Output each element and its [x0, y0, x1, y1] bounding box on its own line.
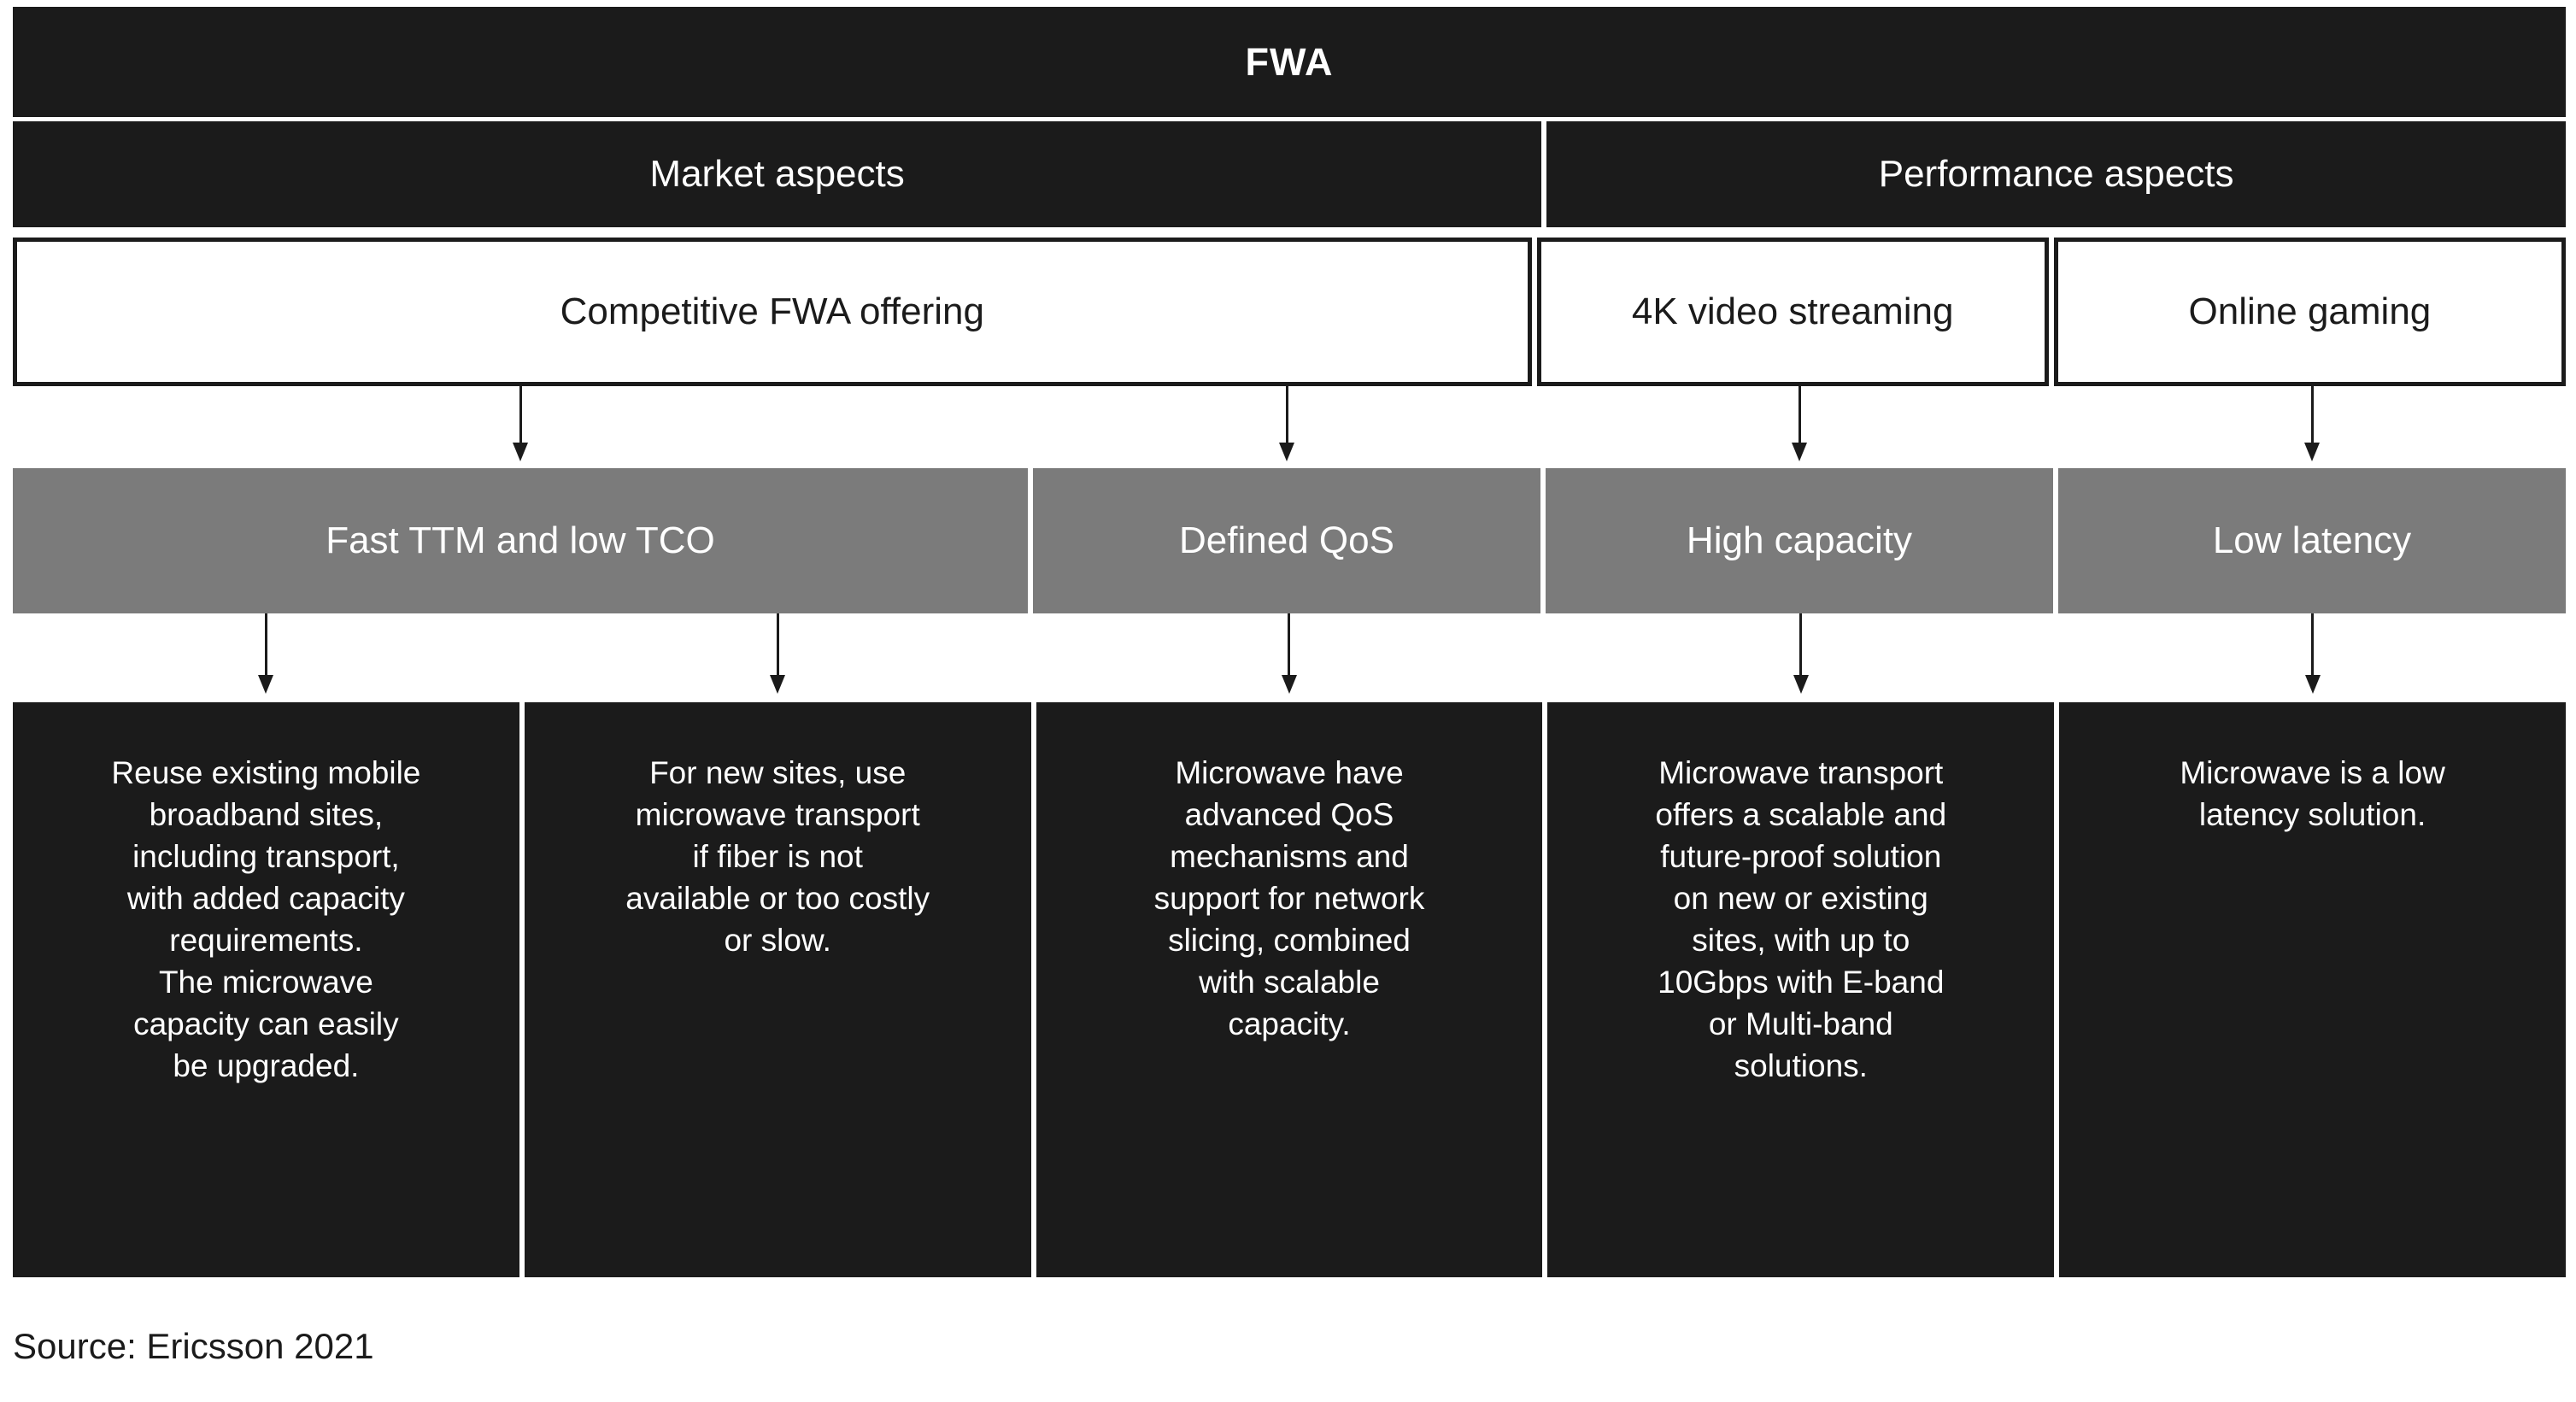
arrow-head	[513, 443, 528, 461]
solution-box-qos-mechanisms: Microwave have advanced QoS mechanisms a…	[1036, 702, 1543, 1277]
arrow-cell	[1036, 613, 1543, 702]
arrow-head	[1279, 443, 1294, 461]
down-arrow-icon	[2304, 386, 2320, 461]
arrow-stem	[776, 613, 779, 675]
aspect-header-row: Market aspects Performance aspects	[13, 121, 2566, 227]
arrow-head	[2304, 443, 2320, 461]
arrow-head	[1281, 675, 1297, 694]
arrow-stem	[2310, 386, 2314, 443]
online-gaming-label: Online gaming	[2188, 290, 2432, 332]
arrow-cell	[1546, 386, 2053, 468]
down-arrow-icon	[258, 613, 274, 694]
solution-text: Microwave have advanced QoS mechanisms a…	[1153, 755, 1425, 1041]
solution-box-new-sites: For new sites, use microwave transport i…	[524, 702, 1031, 1277]
solution-box-low-latency: Microwave is a low latency solution.	[2059, 702, 2566, 1277]
competitive-fwa-offering-label: Competitive FWA offering	[560, 290, 984, 332]
fast-ttm-low-tco-label: Fast TTM and low TCO	[326, 519, 715, 561]
defined-qos-label: Defined QoS	[1179, 519, 1394, 561]
down-arrow-icon	[1281, 613, 1297, 694]
solution-text: Reuse existing mobile broadband sites, i…	[111, 755, 421, 1083]
arrow-head	[1793, 675, 1809, 694]
source-caption: Source: Ericsson 2021	[13, 1326, 374, 1366]
title-row: FWA	[13, 7, 2566, 117]
arrow-cell	[1033, 386, 1540, 468]
down-arrow-icon	[2304, 613, 2321, 694]
down-arrow-icon	[1279, 386, 1294, 461]
arrow-head	[2304, 675, 2321, 694]
arrow-stem	[2311, 613, 2315, 675]
arrow-zone-requirement-to-solution	[13, 613, 2566, 702]
solution-box-reuse-sites: Reuse existing mobile broadband sites, i…	[13, 702, 519, 1277]
high-capacity-label: High capacity	[1686, 519, 1913, 561]
arrow-head	[258, 675, 274, 694]
solution-box-scalable-transport: Microwave transport offers a scalable an…	[1547, 702, 2055, 1277]
fast-ttm-low-tco-bar: Fast TTM and low TCO	[13, 468, 1028, 613]
arrow-cell	[13, 386, 1028, 468]
market-aspects-label: Market aspects	[649, 153, 905, 195]
arrow-cell	[1547, 613, 2054, 702]
performance-aspects-label: Performance aspects	[1878, 153, 2234, 195]
requirement-row: Fast TTM and low TCO Defined QoS High ca…	[13, 468, 2566, 613]
solution-text: For new sites, use microwave transport i…	[625, 755, 930, 958]
arrow-stem	[1288, 613, 1291, 675]
arrow-cell	[525, 613, 1031, 702]
low-latency-bar: Low latency	[2058, 468, 2566, 613]
4k-video-streaming-label: 4K video streaming	[1631, 290, 1954, 332]
arrow-stem	[1798, 386, 1801, 443]
down-arrow-icon	[1792, 386, 1807, 461]
market-aspects-header: Market aspects	[13, 121, 1542, 227]
arrow-zone-usecase-to-requirement	[13, 386, 2566, 468]
arrow-stem	[1799, 613, 1803, 675]
arrow-head	[770, 675, 786, 694]
arrow-stem	[1285, 386, 1288, 443]
arrow-stem	[519, 386, 522, 443]
solution-text: Microwave is a low latency solution.	[2180, 755, 2445, 832]
defined-qos-bar: Defined QoS	[1033, 468, 1540, 613]
arrow-stem	[264, 613, 267, 675]
solution-row: Reuse existing mobile broadband sites, i…	[13, 702, 2566, 1277]
high-capacity-bar: High capacity	[1546, 468, 2053, 613]
arrow-head	[1792, 443, 1807, 461]
down-arrow-icon	[1793, 613, 1809, 694]
4k-video-streaming-box: 4K video streaming	[1536, 238, 2049, 386]
low-latency-label: Low latency	[2212, 519, 2412, 561]
competitive-fwa-offering-box: Competitive FWA offering	[13, 238, 1532, 386]
arrow-cell	[13, 613, 519, 702]
solution-text: Microwave transport offers a scalable an…	[1655, 755, 1947, 1083]
arrow-cell	[2058, 386, 2566, 468]
online-gaming-box: Online gaming	[2053, 238, 2566, 386]
down-arrow-icon	[513, 386, 528, 461]
diagram-title: FWA	[1245, 39, 1334, 84]
down-arrow-icon	[770, 613, 786, 694]
use-case-row: Competitive FWA offering 4K video stream…	[13, 238, 2566, 386]
fwa-title-bar: FWA	[13, 7, 2566, 117]
arrow-cell	[2059, 613, 2566, 702]
performance-aspects-header: Performance aspects	[1546, 121, 2566, 227]
